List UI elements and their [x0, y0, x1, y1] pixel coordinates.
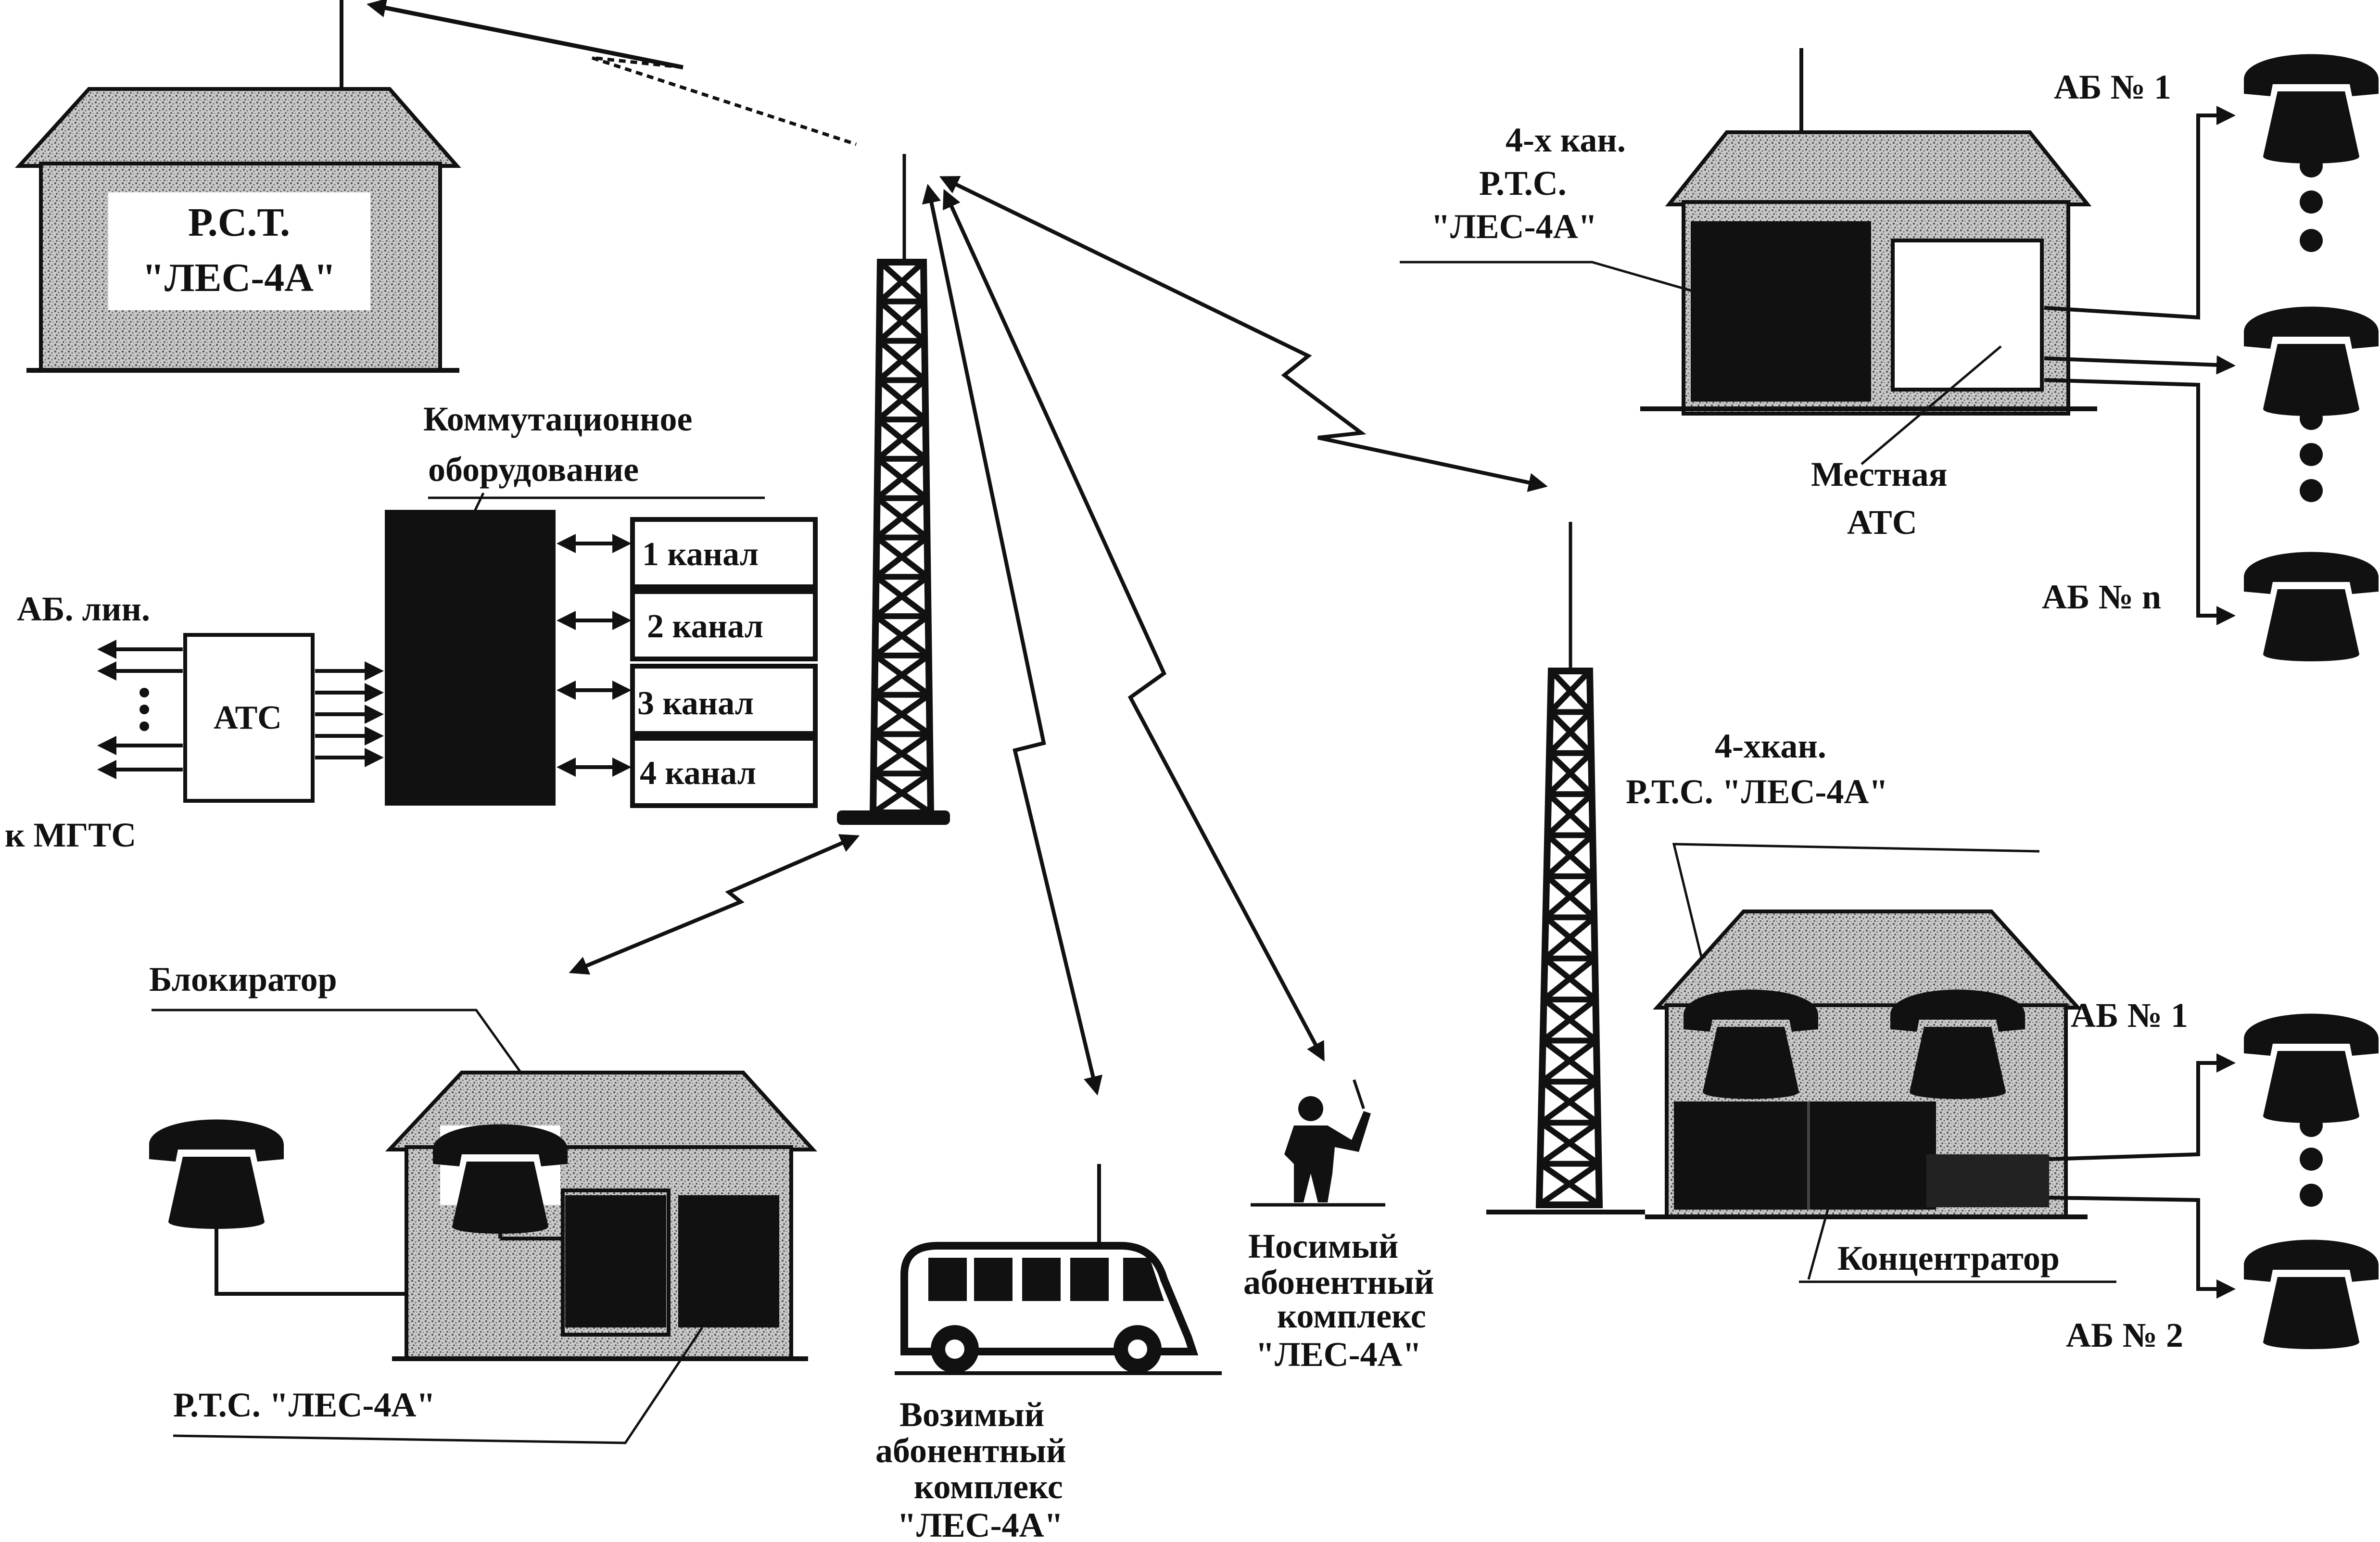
phone-icon — [2244, 552, 2379, 661]
channel-2-box: 2 канал — [630, 589, 818, 661]
portable-label-3: комплекс — [1277, 1297, 1426, 1335]
ab-2-label: АБ № 2 — [2066, 1316, 2183, 1354]
switching-label-2: оборудование — [428, 450, 639, 489]
top-right-station: 4-х кан. Р.Т.С. "ЛЕС-4А" Местная АТС АБ … — [1400, 48, 2379, 661]
blocker-label: Блокиратор — [149, 960, 337, 999]
vehicle-label-1: Возимый — [899, 1395, 1044, 1434]
ab-n-label: АБ № n — [2042, 578, 2161, 616]
right-lattice-tower — [1486, 522, 1645, 1214]
vehicle-terminal: Возимый абонентный комплекс "ЛЕС-4А" — [875, 1164, 1222, 1542]
bottom-left-station: Блокиратор Р.Т.С. "ЛЕС-4А" — [149, 960, 818, 1444]
switching-equipment: Коммутационное оборудование 1 канал 2 ка… — [5, 400, 818, 854]
radio-station-unit — [678, 1195, 779, 1327]
blocker-unit — [565, 1195, 666, 1327]
phone-icon — [2244, 1013, 2379, 1123]
switching-label-1: Коммутационное — [423, 400, 692, 438]
central-station-building: Р.С.Т. "ЛЕС-4А" — [14, 0, 461, 373]
station-br-label-1: 4-хкан. — [1715, 727, 1826, 765]
station-bl-label: Р.Т.С. "ЛЕС-4А" — [173, 1386, 435, 1424]
station-tr-label-3: "ЛЕС-4А" — [1431, 207, 1597, 246]
svg-text:3 канал: 3 канал — [637, 685, 754, 722]
main-lattice-tower — [837, 154, 950, 825]
radio-link-to-bottom-left — [569, 834, 860, 975]
ab-1-top-label: АБ № 1 — [2054, 68, 2171, 106]
ab-lines-label: АБ. лин. — [17, 590, 150, 628]
radio-link-to-vehicle — [922, 184, 1102, 1096]
ab-1-bottom-label: АБ № 1 — [2071, 996, 2188, 1035]
vehicle-label-3: комплекс — [914, 1467, 1063, 1506]
central-station-label-1: Р.С.Т. — [188, 200, 290, 245]
phone-icon — [2244, 1239, 2379, 1349]
phone-icon — [2244, 54, 2379, 164]
local-ats-unit — [1891, 239, 2044, 392]
svg-text:4 канал: 4 канал — [640, 755, 756, 792]
bottom-right-station: 4-хкан. Р.Т.С. "ЛЕС-4А" Концентратор АБ … — [1626, 727, 2379, 1354]
radio-link-central-to-tower — [367, 0, 857, 146]
ats-box: АТС — [183, 633, 315, 803]
concentrator-label: Концентратор — [1837, 1239, 2060, 1277]
station-tr-label-1: 4-х кан. — [1506, 121, 1626, 159]
vehicle-label-4: "ЛЕС-4А" — [897, 1506, 1063, 1542]
station-br-label-2: Р.Т.С. "ЛЕС-4А" — [1626, 772, 1888, 811]
channel-3-box: 3 канал — [630, 664, 818, 736]
phone-icon — [149, 1119, 284, 1229]
channel-4-box: 4 канал — [630, 736, 818, 808]
station-tr-label-2: Р.Т.С. — [1479, 164, 1567, 202]
svg-text:1 канал: 1 канал — [642, 536, 759, 573]
central-station-label-2: "ЛЕС-4А" — [142, 255, 336, 300]
local-ats-label-2: АТС — [1847, 503, 1917, 542]
to-mgts-label: к МГТС — [5, 816, 136, 854]
portable-label-1: Носимый — [1248, 1227, 1398, 1265]
radio-link-to-portable — [943, 189, 1325, 1062]
portable-terminal: Носимый абонентный комплекс "ЛЕС-4А" — [1243, 1079, 1434, 1374]
concentrator-unit — [1674, 1101, 1936, 1210]
portable-label-4: "ЛЕС-4А" — [1255, 1335, 1422, 1374]
svg-text:АТС: АТС — [214, 699, 282, 736]
portable-label-2: абонентный — [1243, 1263, 1434, 1302]
phone-icon — [2244, 306, 2379, 416]
channel-1-box: 1 канал — [630, 517, 818, 589]
vehicle-label-2: абонентный — [875, 1431, 1066, 1470]
local-ats-label-1: Местная — [1811, 455, 1948, 493]
svg-text:2 канал: 2 канал — [647, 608, 763, 645]
switching-cabinet — [385, 510, 556, 806]
radio-station-unit — [1691, 221, 1871, 402]
